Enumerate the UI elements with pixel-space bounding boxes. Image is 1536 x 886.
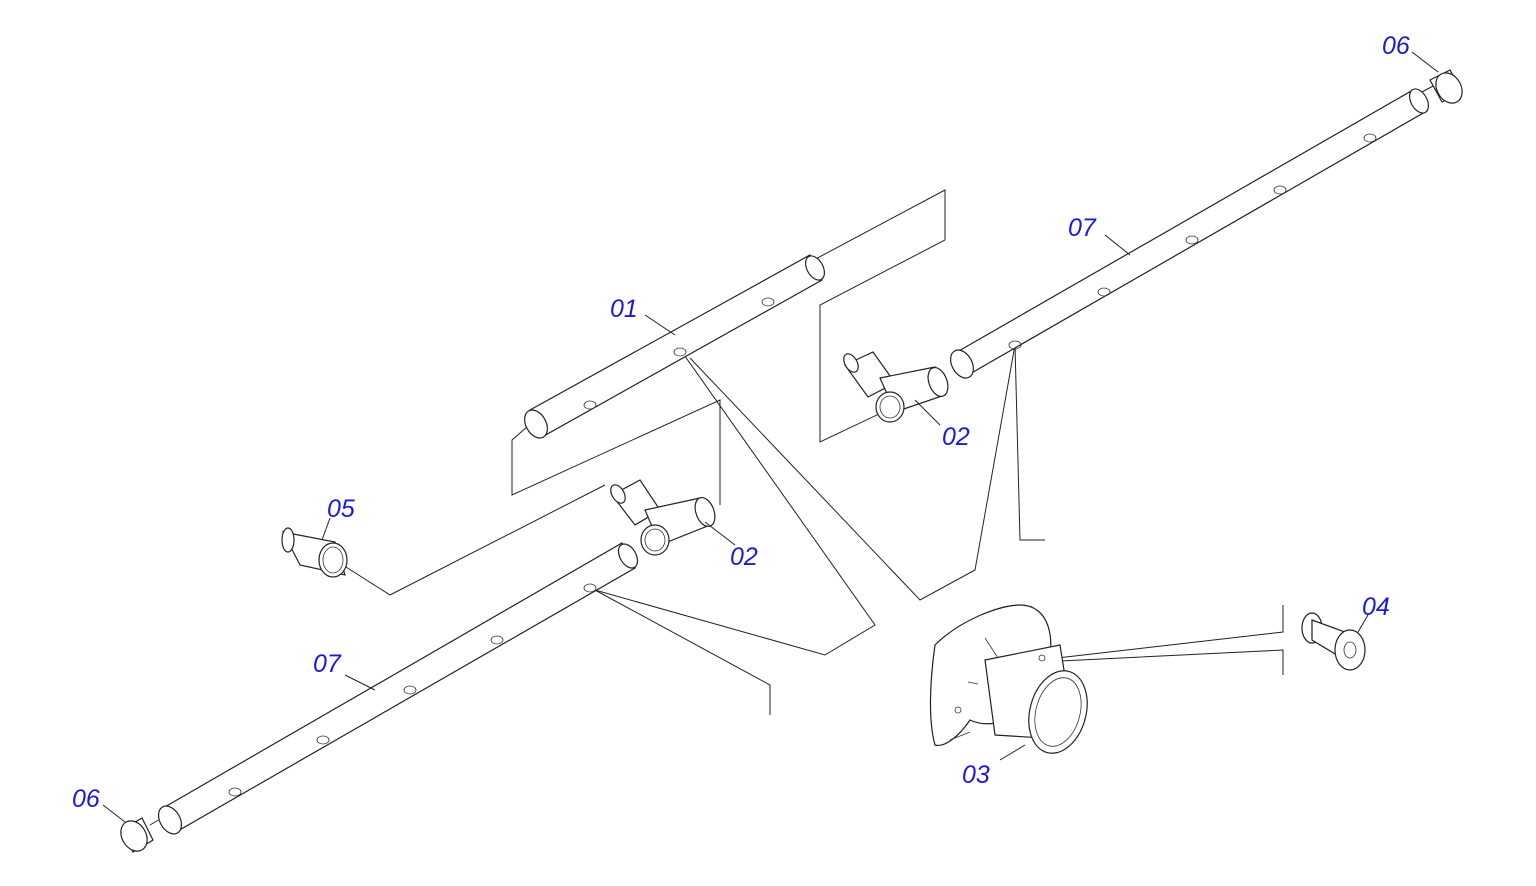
tee-fitting-02-left [610, 479, 716, 556]
mount-bracket-03 [929, 604, 1088, 754]
tube-07-bottom [157, 542, 639, 835]
label-05: 05 [327, 495, 355, 523]
label-leaders [102, 51, 1439, 823]
label-02-right: 02 [942, 423, 970, 451]
label-02-left: 02 [730, 543, 758, 571]
part-labels: 01 02 02 03 04 05 06 06 07 07 [72, 32, 1410, 813]
tube-01 [524, 254, 826, 439]
label-06-bottom: 06 [72, 785, 100, 813]
label-07-top: 07 [1068, 214, 1097, 242]
end-cap-06-top [1429, 69, 1463, 104]
label-06-top: 06 [1382, 32, 1410, 60]
plug-05 [281, 527, 348, 578]
tee-fitting-02-right [843, 351, 949, 423]
label-04: 04 [1362, 593, 1390, 621]
label-07-bottom: 07 [313, 650, 342, 678]
tube-07-top [950, 88, 1430, 379]
label-03: 03 [962, 761, 990, 789]
label-01: 01 [610, 295, 638, 323]
end-cap-06-bottom [120, 817, 154, 853]
assembly-lines [149, 84, 1436, 826]
knob-04 [1301, 612, 1366, 671]
